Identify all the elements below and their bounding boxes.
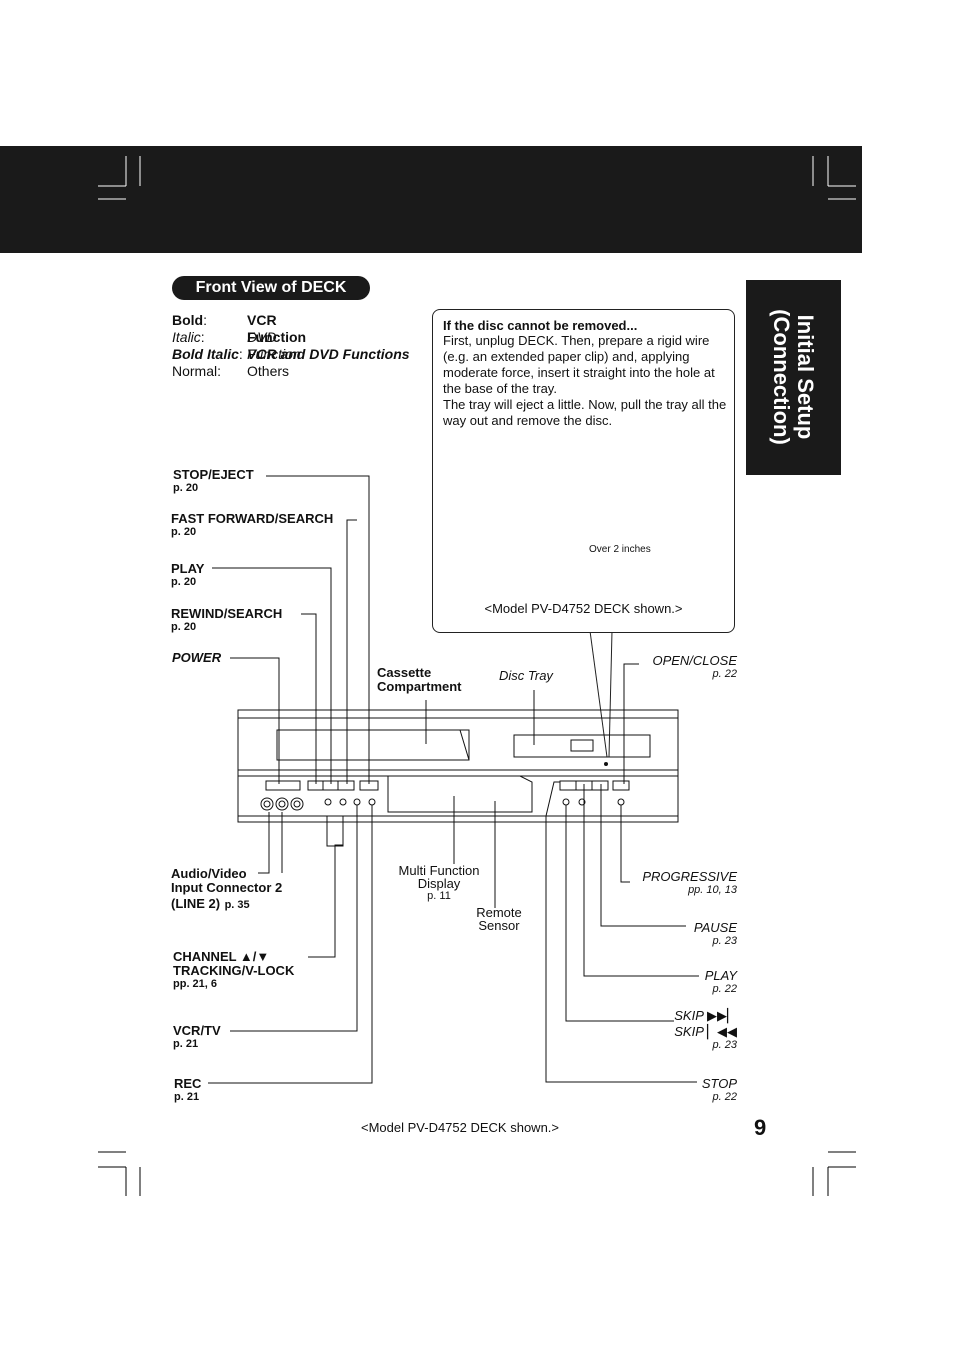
legend-row-normal: Normal:Others [172, 363, 290, 379]
main-deck-drawing [237, 709, 679, 847]
label-stop-dvd: STOP p. 22 [701, 1076, 737, 1104]
label-vcr-tv: VCR/TV p. 21 [173, 1023, 221, 1051]
label-skip: SKIP ▶▶▏ SKIP ▏◀◀ p. 23 [674, 1008, 737, 1052]
label-channel: CHANNEL ▲/▼ TRACKING/V-LOCK pp. 21, 6 [173, 949, 295, 991]
section-tab: Initial Setup (Connection) [746, 280, 841, 475]
callout-text: If the disc cannot be removed... First, … [443, 318, 729, 429]
label-rec: REC p. 21 [174, 1076, 202, 1104]
distance-label: Over 2 inches [589, 544, 651, 555]
label-play: PLAY p. 20 [171, 561, 205, 589]
header-band [0, 146, 862, 253]
label-pause: PAUSE p. 23 [693, 920, 737, 948]
page-number: 9 [754, 1115, 767, 1140]
label-disc-tray: Disc Tray [499, 668, 553, 683]
label-stop-eject: STOP/EJECT p. 20 [173, 467, 254, 495]
crop-marks [98, 156, 856, 1196]
section-title: Front View of DECK [172, 276, 370, 300]
label-rewind: REWIND/SEARCH p. 20 [171, 606, 283, 634]
callout-body-2: The tray will eject a little. Now, pull … [443, 397, 727, 428]
label-remote-sensor: Remote Sensor [476, 905, 522, 933]
disc-removal-callout: If the disc cannot be removed... First, … [432, 309, 735, 633]
label-open-close: OPEN/CLOSE p. 22 [652, 653, 737, 681]
legend-row-italic: Italic:DVD Function [172, 329, 301, 362]
callout-pointer [589, 630, 613, 758]
label-multi-function: Multi Function Display p. 11 [398, 863, 480, 902]
leader-lines [208, 475, 699, 1084]
label-play-dvd: PLAY p. 22 [704, 968, 737, 996]
callout-model-note: <Model PV-D4752 DECK shown.> [484, 601, 683, 616]
model-note: <Model PV-D4752 DECK shown.> [361, 1120, 559, 1135]
callout-body-1: First, unplug DECK. Then, prepare a rigi… [443, 333, 715, 396]
callout-title: If the disc cannot be removed... [443, 318, 638, 333]
label-cassette: Cassette Compartment [377, 665, 462, 694]
label-fast-forward: FAST FORWARD/SEARCH p. 20 [171, 511, 334, 539]
label-progressive: PROGRESSIVE pp. 10, 13 [642, 869, 737, 897]
label-power: POWER [172, 650, 222, 665]
label-av-input: Audio/Video Input Connector 2 (LINE 2) p… [171, 866, 283, 912]
legend: Bold:VCR Function Italic:DVD Function Bo… [172, 312, 410, 380]
legend-row-bold-italic: Bold Italic:VCR and DVD Functions [172, 346, 410, 362]
legend-row-bold: Bold:VCR Function [172, 312, 307, 345]
